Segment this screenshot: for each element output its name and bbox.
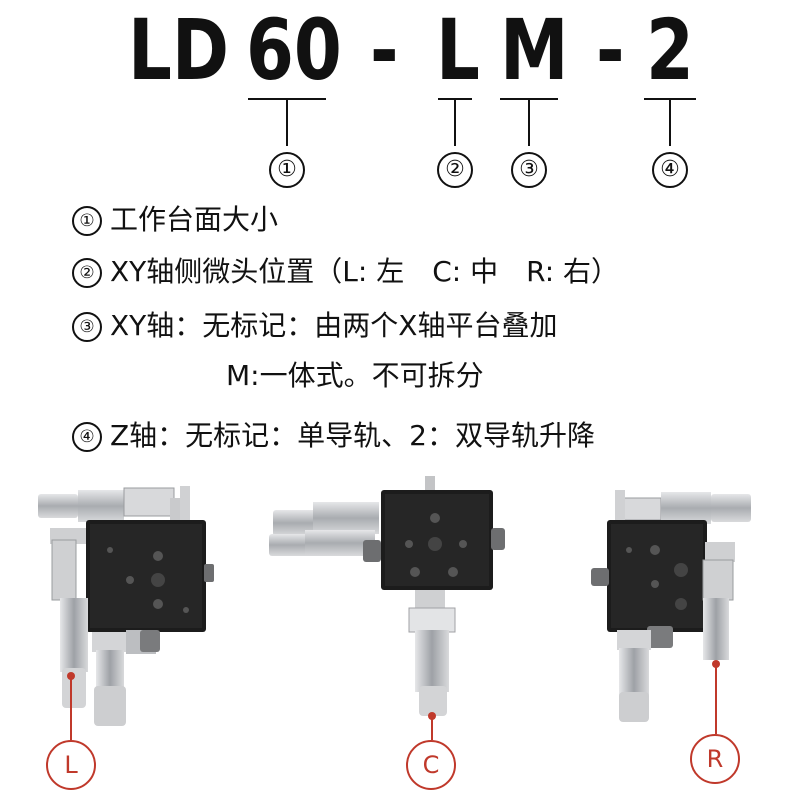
variant-badge-left: L — [46, 740, 96, 790]
model-dash-1: - — [370, 1, 399, 99]
marker-1: ① — [269, 152, 305, 188]
model-z: 2 — [646, 1, 694, 99]
description-2-text: XY轴侧微头位置（L: 左 C: 中 R: 右） — [110, 255, 620, 288]
marker-3: ③ — [511, 152, 547, 188]
marker-2: ② — [437, 152, 473, 188]
description-3: ③ XY轴：无标记：由两个X轴平台叠加 — [72, 312, 557, 342]
description-2: ② XY轴侧微头位置（L: 左 C: 中 R: 右） — [72, 258, 619, 288]
description-2-number: ② — [72, 258, 102, 288]
pointer-line-right — [715, 664, 717, 734]
pointer-line-center — [431, 716, 433, 740]
connector-3 — [528, 98, 530, 146]
description-4-text: Z轴：无标记：单导轨、2：双导轨升降 — [110, 419, 595, 452]
description-3-number: ③ — [72, 312, 102, 342]
model-axis: M — [500, 1, 569, 99]
description-1-number: ① — [72, 206, 102, 236]
connector-4 — [669, 98, 671, 146]
model-prefix: LD — [128, 1, 230, 99]
description-1: ① 工作台面大小 — [72, 206, 278, 236]
connector-1 — [286, 98, 288, 146]
variant-badge-center: C — [406, 740, 456, 790]
description-1-text: 工作台面大小 — [110, 203, 279, 236]
model-side: L — [436, 1, 480, 99]
marker-4: ④ — [652, 152, 688, 188]
description-3-sub: M:一体式。不可拆分 — [226, 362, 484, 390]
description-4: ④ Z轴：无标记：单导轨、2：双导轨升降 — [72, 422, 595, 452]
stage-photo-left — [38, 486, 214, 726]
stage-photo-right — [591, 490, 751, 722]
description-3-text: XY轴：无标记：由两个X轴平台叠加 — [110, 309, 558, 342]
model-size: 60 — [246, 1, 342, 99]
variant-badge-right: R — [690, 734, 740, 784]
pointer-line-left — [70, 676, 72, 740]
connector-2 — [454, 98, 456, 146]
description-4-number: ④ — [72, 422, 102, 452]
model-dash-2: - — [596, 1, 625, 99]
description-3-sub-text: M:一体式。不可拆分 — [226, 359, 484, 392]
stage-photo-center — [269, 476, 505, 716]
